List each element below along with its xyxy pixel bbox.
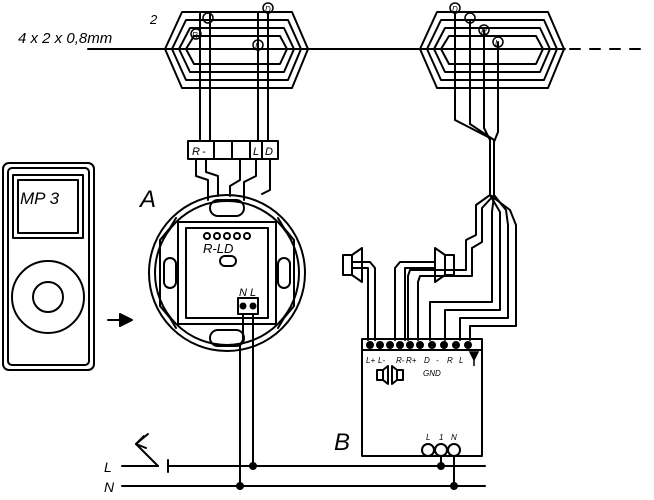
amp-term-3: R-	[396, 356, 405, 365]
amp-power-1: 1	[439, 433, 443, 442]
tap-label-d: D	[265, 5, 271, 14]
socket-a	[148, 194, 306, 352]
terminal-d: D	[265, 146, 273, 158]
input-arrow	[107, 313, 133, 327]
mp3-player	[2, 162, 95, 371]
socket-rld: R-LD	[203, 241, 233, 256]
labels: 4 x 2 x 0,8mm 2 R - D L D - R L R - L D …	[18, 5, 499, 495]
amp-b	[361, 338, 483, 457]
terminal-r: R	[192, 146, 200, 158]
mains-l: L	[104, 459, 112, 475]
mains-n: N	[104, 479, 115, 495]
terminal-minus: -	[202, 146, 206, 158]
tap-label-r: R	[192, 31, 198, 40]
label-a: A	[138, 186, 156, 213]
amp-term-8: L	[459, 356, 463, 365]
tap-label-l: L	[255, 42, 259, 51]
socket-n: N	[239, 287, 247, 299]
twisted-pair-to-amp	[429, 119, 517, 341]
cable-spec: 4 x 2 x 0,8mm	[18, 30, 112, 47]
label-b: B	[334, 429, 350, 456]
speaker-right	[394, 247, 473, 341]
amp-term-4: R+	[406, 356, 417, 365]
cable-tap-right	[419, 11, 565, 133]
tap2-label-r: R	[481, 27, 487, 36]
socket-l: L	[250, 287, 256, 299]
amp-term-6: -	[436, 356, 439, 365]
terminal-block	[187, 87, 279, 201]
speaker-left	[342, 247, 376, 341]
amp-power-wires	[437, 455, 458, 490]
amp-term-1: L+	[366, 356, 375, 365]
cable-tap-left	[164, 11, 309, 89]
mains-lines	[121, 433, 486, 487]
amp-power-l: L	[426, 433, 430, 442]
tap-label-minus: -	[205, 15, 208, 24]
cable-spec-exponent: 2	[149, 12, 158, 27]
tap2-label-d: D	[452, 5, 458, 14]
socket-mains-wires	[236, 313, 257, 490]
tap2-label-minus: -	[467, 15, 470, 24]
amp-power-n: N	[451, 433, 457, 442]
amp-term-7: R	[447, 356, 453, 365]
tap2-label-l: L	[495, 39, 499, 48]
amp-term-2: L-	[378, 356, 385, 365]
tap-markers	[190, 2, 504, 51]
amp-gnd: GND	[423, 369, 441, 378]
mp3-display: MP 3	[20, 189, 60, 208]
terminal-l: L	[253, 146, 259, 158]
amp-term-5: D	[424, 356, 430, 365]
antenna-icon	[468, 351, 480, 366]
